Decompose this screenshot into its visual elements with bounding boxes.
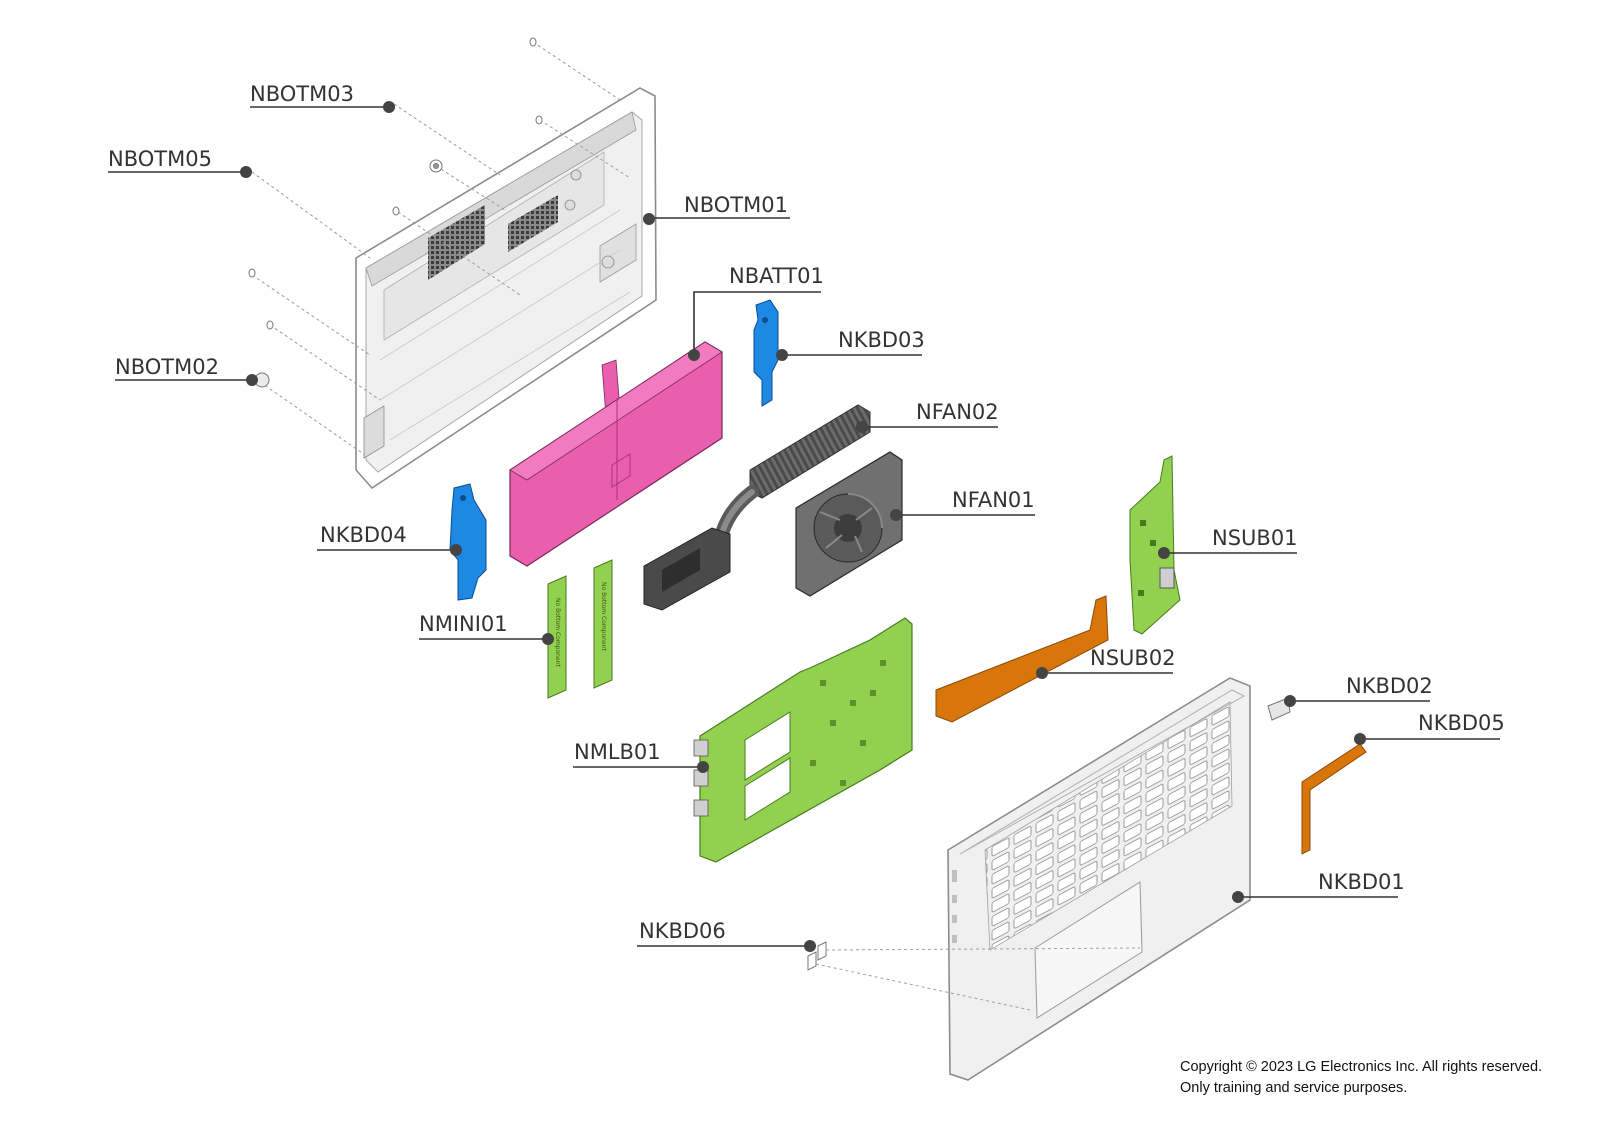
screw-guide-lines bbox=[251, 41, 631, 456]
fan-part bbox=[795, 451, 903, 597]
label-nfan01: NFAN01 bbox=[952, 488, 1035, 512]
ssd-print-left: No Bottom Component bbox=[554, 598, 561, 667]
heatsink-part bbox=[643, 404, 871, 611]
sub-board-cable bbox=[935, 595, 1109, 723]
label-nkbd03: NKBD03 bbox=[838, 328, 925, 352]
label-nmlb01: NMLB01 bbox=[574, 740, 661, 764]
label-nkbd05: NKBD05 bbox=[1418, 711, 1505, 735]
label-nbotm01: NBOTM01 bbox=[684, 193, 788, 217]
top-case-keyboard-part bbox=[947, 677, 1251, 1081]
label-nbotm03: NBOTM03 bbox=[250, 82, 354, 106]
label-nkbd04: NKBD04 bbox=[320, 523, 407, 547]
usage-line: Only training and service purposes. bbox=[1180, 1080, 1408, 1096]
label-nbotm05: NBOTM05 bbox=[108, 147, 212, 171]
keyboard-bracket-lower bbox=[449, 483, 487, 601]
battery-part bbox=[509, 341, 723, 567]
label-nsub01: NSUB01 bbox=[1212, 526, 1298, 550]
callout-dots bbox=[240, 101, 1366, 952]
keyboard-flex-cable bbox=[1301, 743, 1367, 855]
bottom-cover-part bbox=[355, 87, 657, 490]
label-nfan02: NFAN02 bbox=[916, 400, 999, 424]
label-nkbd02: NKBD02 bbox=[1346, 674, 1433, 698]
ssd-print-right: No Bottom Component bbox=[600, 582, 607, 651]
label-nkbd01: NKBD01 bbox=[1318, 870, 1405, 894]
screw-icons bbox=[248, 37, 543, 388]
main-board-part bbox=[693, 617, 913, 863]
copyright-notice: Copyright © 2023 LG Electronics Inc. All… bbox=[1180, 1057, 1542, 1099]
label-nbotm02: NBOTM02 bbox=[115, 355, 219, 379]
ssd-module-left: No Bottom Component bbox=[547, 575, 567, 699]
ssd-module-right: No Bottom Component bbox=[593, 559, 613, 689]
callout-leaders bbox=[108, 106, 1500, 947]
keyboard-connector-part bbox=[1267, 697, 1291, 721]
label-nbatt01: NBATT01 bbox=[729, 264, 824, 288]
label-nsub02: NSUB02 bbox=[1090, 646, 1176, 670]
clip-parts bbox=[807, 941, 1141, 1011]
label-nmini01: NMINI01 bbox=[419, 612, 508, 636]
label-nkbd06: NKBD06 bbox=[639, 919, 726, 943]
sub-board-part bbox=[1129, 455, 1181, 635]
copyright-line: Copyright © 2023 LG Electronics Inc. All… bbox=[1180, 1059, 1543, 1075]
keyboard-bracket-upper bbox=[753, 299, 779, 407]
